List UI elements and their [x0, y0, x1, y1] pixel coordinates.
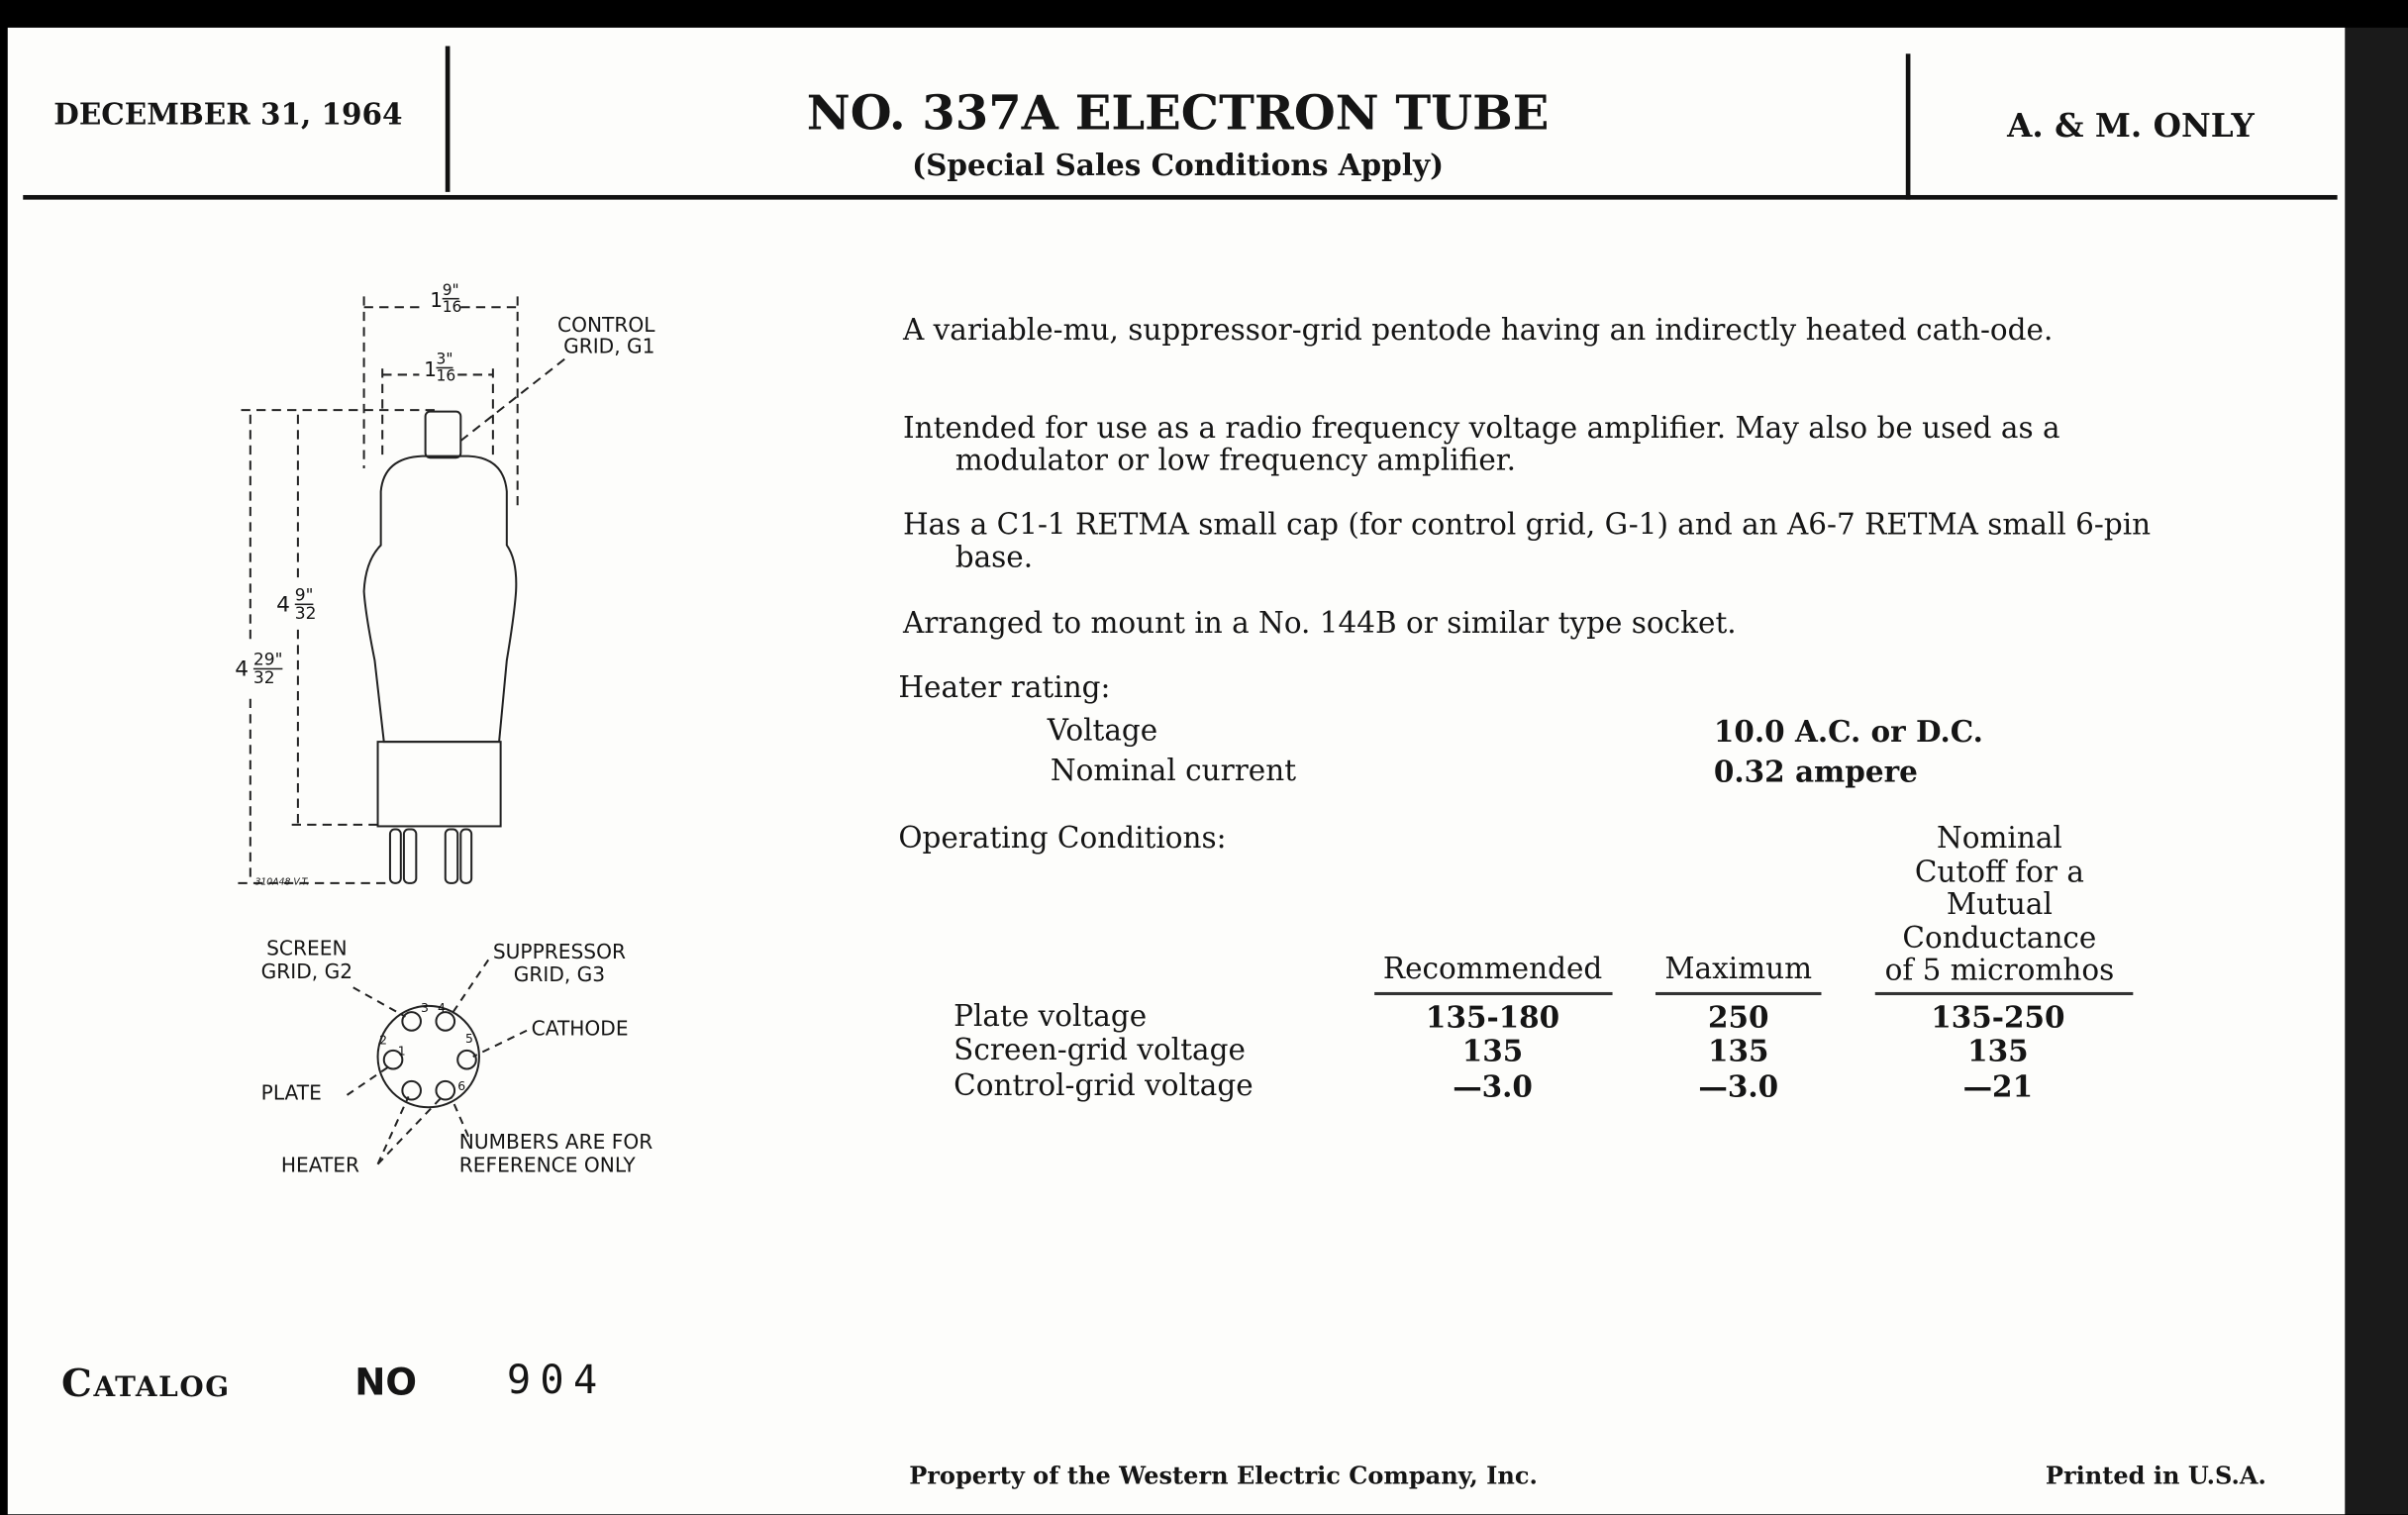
cell: 135-180	[1425, 1001, 1560, 1036]
footer-property: Property of the Western Electric Company…	[909, 1461, 1538, 1490]
dimension-lines	[238, 296, 569, 884]
column-underline	[1655, 991, 1822, 995]
pin-number: 5	[464, 1032, 473, 1047]
pin-number: 3	[420, 1001, 429, 1016]
socket-base-view	[346, 959, 528, 1165]
cell: 135	[1967, 1035, 2029, 1069]
cell: —3.0	[1453, 1070, 1533, 1105]
catalog-label: Catalog	[61, 1361, 231, 1406]
heater-label: HEATER	[280, 1155, 360, 1178]
header-date: DECEMBER 31, 1964	[53, 98, 403, 133]
control-grid-label: CONTROL GRID, G1	[557, 314, 655, 359]
heater-voltage-value: 10.0 A.C. or D.C.	[1713, 715, 1983, 750]
pin-number: 2	[379, 1033, 387, 1048]
cell: 250	[1707, 1001, 1769, 1036]
column-underline	[1874, 991, 2134, 995]
header-divider	[445, 46, 451, 192]
drawing-number: 310A48 V.T.	[254, 876, 310, 888]
pin-number: 1	[397, 1044, 406, 1059]
description-paragraph: A variable-mu, suppressor-grid pentode h…	[902, 313, 2054, 348]
footer-printed: Printed in U.S.A.	[2045, 1461, 2266, 1490]
spec-sheet	[7, 27, 2346, 1515]
catalog-number: 904	[506, 1358, 607, 1404]
cell: 135	[1461, 1035, 1524, 1069]
page-title: NO. 337A ELECTRON TUBE	[806, 85, 1550, 142]
description-paragraph: Intended for use as a radio frequency vo…	[902, 411, 2060, 478]
cell: 135-250	[1931, 1001, 2065, 1036]
catalog-no-label: NO	[354, 1361, 418, 1404]
column-header-cutoff: Nominal Cutoff for a Mutual Conductance …	[1884, 821, 2115, 988]
cell: —21	[1962, 1070, 2034, 1105]
suppressor-grid-label: SUPPRESSOR GRID, G3	[492, 941, 626, 988]
heater-current-value: 0.32 ampere	[1713, 756, 1918, 790]
heater-voltage-label: Voltage	[1047, 714, 1158, 749]
reference-note: NUMBERS ARE FOR REFERENCE ONLY	[458, 1132, 653, 1178]
description-paragraph: Arranged to mount in a No. 144B or simil…	[902, 606, 1737, 641]
cell: —3.0	[1698, 1070, 1779, 1105]
heater-heading: Heater rating:	[898, 670, 1111, 705]
heater-current-label: Nominal current	[1050, 754, 1297, 788]
restriction-label: A. & M. ONLY	[2007, 106, 2255, 145]
column-underline	[1374, 991, 1613, 995]
cell: 135	[1707, 1035, 1769, 1069]
operating-heading: Operating Conditions:	[898, 821, 1227, 856]
description-paragraph: Has a C1-1 RETMA small cap (for control …	[902, 508, 2152, 575]
column-header-maximum: Maximum	[1664, 952, 1813, 986]
header-rule	[23, 194, 2338, 200]
pin-number: 4	[438, 1001, 446, 1016]
row-label: Control-grid voltage	[953, 1068, 1254, 1103]
column-header-recommended: Recommended	[1382, 952, 1603, 986]
page-subtitle: (Special Sales Conditions Apply)	[912, 149, 1445, 183]
cathode-label: CATHODE	[531, 1018, 629, 1042]
screen-grid-label: SCREEN GRID, G2	[260, 938, 353, 985]
row-label: Screen-grid voltage	[953, 1033, 1246, 1067]
header-divider	[1905, 53, 1911, 200]
scan-edge	[2345, 27, 2408, 1515]
tube-outline-drawing	[238, 296, 569, 1165]
plate-label: PLATE	[260, 1082, 322, 1106]
tube-body	[362, 410, 518, 884]
row-label: Plate voltage	[953, 999, 1148, 1034]
pin-number: 6	[457, 1079, 466, 1094]
